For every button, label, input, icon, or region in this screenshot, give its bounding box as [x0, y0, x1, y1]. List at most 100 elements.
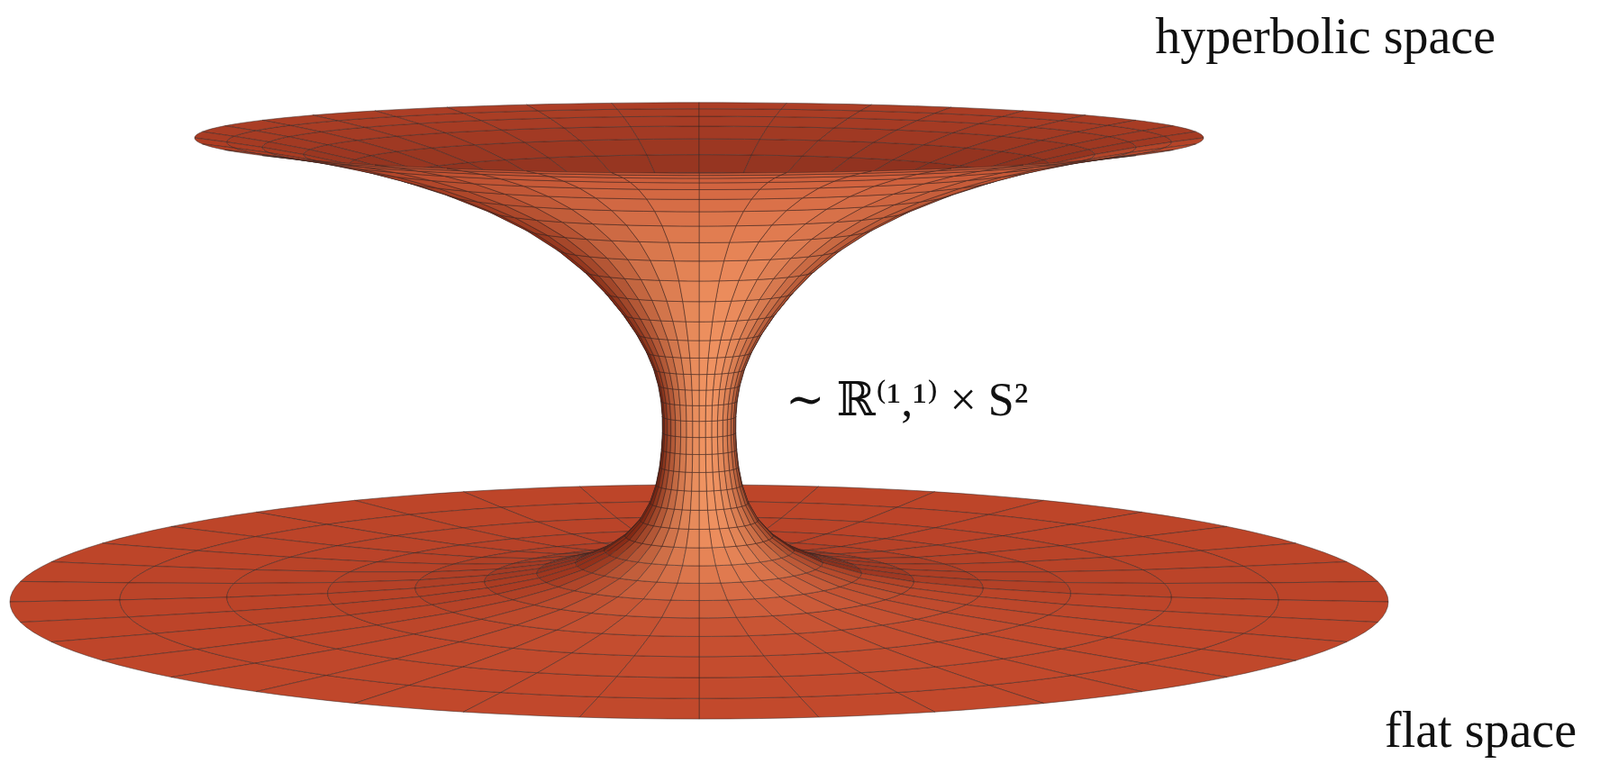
surface-facet	[699, 374, 708, 391]
surface-facet	[638, 189, 700, 200]
surface-facet	[699, 636, 764, 657]
surface-facet	[691, 390, 700, 406]
surface-facet	[699, 181, 768, 190]
surface-facet	[699, 189, 760, 200]
surface-facet	[312, 160, 396, 168]
surface-facet	[630, 126, 700, 140]
surface-facet	[684, 472, 693, 491]
surface-facet	[727, 418, 731, 437]
surface-facet	[711, 454, 719, 473]
surface-facet	[234, 570, 351, 584]
surface-facet	[685, 454, 693, 473]
surface-facet	[617, 109, 700, 118]
surface-facet	[626, 225, 669, 243]
surface-facet	[686, 405, 693, 422]
surface-mesh	[9, 102, 1389, 719]
surface-facet	[699, 261, 725, 282]
surface-facet	[699, 199, 752, 212]
surface-facet	[579, 697, 700, 720]
surface-facet	[699, 138, 760, 155]
surface-facet	[686, 528, 700, 548]
surface-facet	[690, 490, 700, 510]
surface-facet	[1002, 160, 1086, 168]
surface-facet	[680, 405, 687, 422]
surface-facet	[646, 199, 700, 212]
surface-facet	[202, 144, 256, 155]
surface-facet	[598, 676, 700, 699]
surface-facet	[699, 340, 710, 359]
surface-facet	[595, 198, 655, 212]
surface-facet	[681, 357, 691, 375]
surface-facet	[681, 420, 688, 437]
surface-facet	[729, 225, 773, 243]
surface-facet	[689, 509, 700, 529]
surface-facet	[500, 672, 618, 698]
surface-facet	[699, 472, 707, 491]
surface-facet	[699, 509, 710, 529]
surface-facet	[9, 581, 129, 602]
surface-facet	[688, 340, 700, 359]
surface-facet	[1143, 565, 1271, 583]
surface-facet	[699, 301, 716, 323]
surface-facet	[706, 490, 716, 510]
surface-facet	[699, 617, 749, 637]
surface-facet	[446, 168, 538, 173]
surface-facet	[649, 617, 700, 637]
throat-label: ∼ ℝ⁽¹,¹⁾ × S²	[785, 376, 1028, 424]
surface-facet	[690, 357, 700, 374]
surface-facet	[611, 210, 663, 227]
surface-facet	[674, 436, 681, 454]
surface-facet	[646, 154, 700, 173]
surface-facet	[699, 697, 819, 720]
surface-facet	[706, 472, 715, 491]
surface-facet	[717, 436, 723, 454]
surface-facet	[711, 420, 719, 437]
surface-facet	[699, 242, 730, 262]
surface-facet	[611, 102, 700, 110]
surface-facet	[699, 172, 787, 176]
surface-facet	[743, 198, 802, 212]
region-label: hyperbolic space	[1154, 10, 1496, 62]
surface-facet	[699, 116, 775, 127]
surface-facet	[705, 436, 712, 455]
surface-facet	[699, 154, 752, 173]
surface-facet	[1048, 570, 1165, 584]
surface-facet	[781, 672, 898, 698]
surface-facet	[579, 188, 647, 200]
surface-facet	[699, 600, 737, 619]
surface-facet	[699, 126, 768, 140]
surface-facet	[374, 164, 464, 172]
surface-facet	[751, 188, 819, 200]
surface-facet	[682, 547, 700, 566]
surface-facet	[682, 301, 700, 323]
surface-facet	[677, 565, 700, 584]
surface-facet	[671, 419, 676, 437]
surface-facet	[935, 164, 1024, 172]
surface-facet	[699, 582, 728, 600]
surface-facet	[711, 405, 719, 422]
surface-facet	[1143, 144, 1197, 155]
region-label: flat space	[1384, 704, 1577, 755]
surface-facet	[692, 437, 700, 455]
surface-facet	[1269, 581, 1389, 602]
surface-facet	[706, 373, 715, 391]
surface-facet	[691, 472, 700, 491]
surface-facet	[699, 102, 787, 110]
surface-facet	[699, 281, 719, 302]
surface-facet	[675, 419, 682, 437]
surface-facet	[686, 436, 693, 455]
surface-facet	[681, 490, 691, 510]
surface-facet	[128, 565, 256, 583]
surface-facet	[707, 357, 718, 375]
surface-facet	[699, 528, 712, 548]
surface-facet	[781, 171, 872, 175]
surface-facet	[685, 321, 700, 341]
surface-facet	[630, 181, 700, 190]
surface-facet	[691, 454, 700, 473]
surface-facet	[699, 211, 744, 227]
surface-facet	[699, 109, 782, 118]
surface-facet	[638, 138, 700, 155]
surface-facet	[699, 437, 706, 455]
surface-facet	[699, 357, 709, 374]
